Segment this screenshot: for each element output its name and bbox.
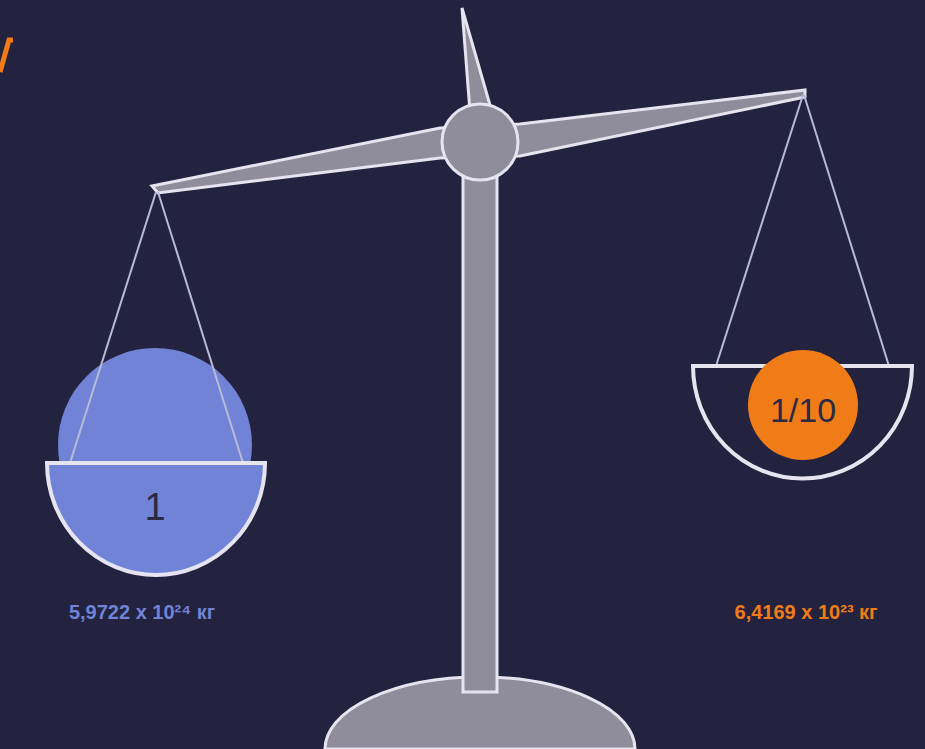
earth-circle: 1 [58, 348, 252, 542]
ratio-number: 1 [58, 488, 252, 526]
scale-beam [152, 90, 805, 193]
scale-post [463, 140, 497, 692]
title-fragment [0, 40, 13, 72]
scale-pointer [462, 8, 492, 112]
ratio-number: 1/10 [748, 393, 858, 427]
mass-value: 5,9722 x 10²⁴ кг [69, 601, 215, 623]
mass-value: 6,4169 x 10²³ кг [735, 601, 878, 623]
scale-pivot [442, 104, 518, 180]
mars-circle: 1/10 [748, 350, 858, 460]
